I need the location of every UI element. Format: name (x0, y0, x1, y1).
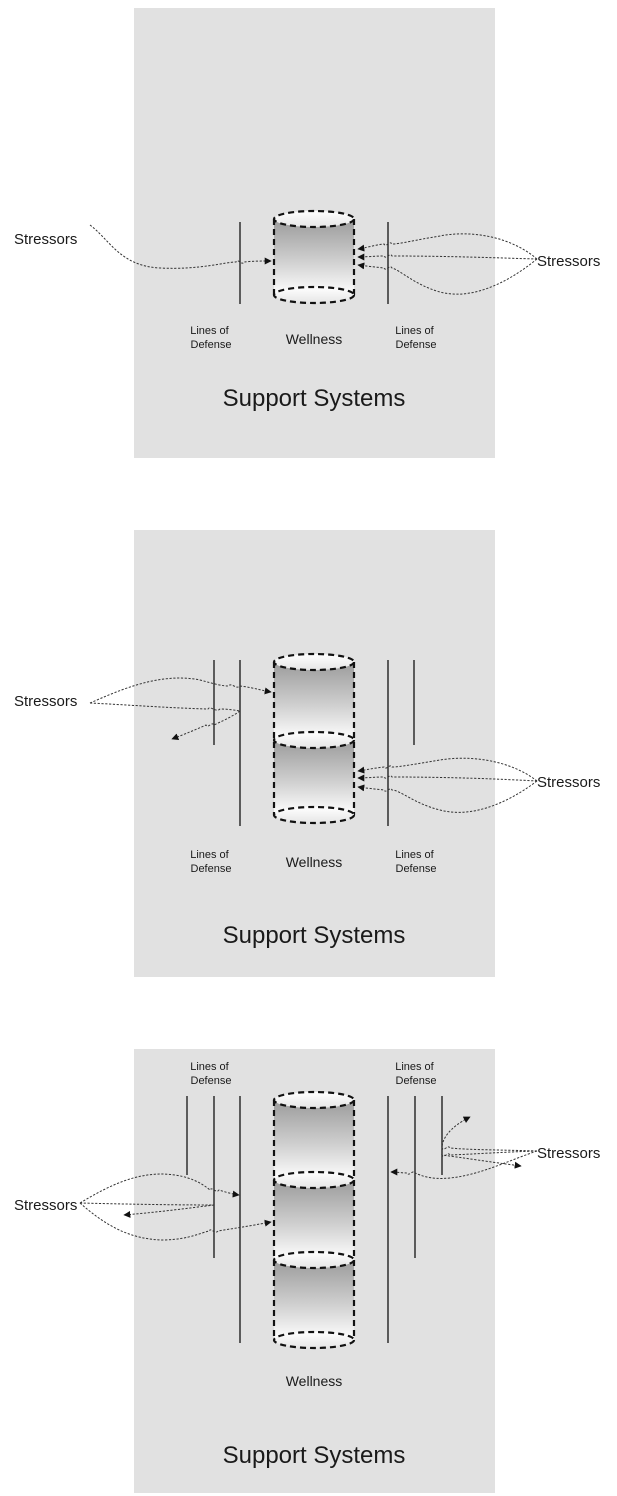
stressor-path (357, 757, 538, 782)
stressor-path (441, 1116, 538, 1152)
stressor-path (357, 774, 538, 782)
panel-1: Stressors Stressors Lines of Defense Wel… (14, 8, 600, 458)
lines-of-defense-left-label: Lines of Defense (190, 325, 232, 351)
wellness-cylinder (272, 1090, 356, 1350)
lines-of-defense-right-label: Lines of Defense (395, 1061, 437, 1087)
lines-of-defense-left-label: Lines of Defense (190, 1061, 232, 1087)
panel-2: Stressors Stressors Lines of Defense Wel… (14, 530, 600, 977)
lines-of-defense-right-label: Lines of Defense (395, 325, 437, 351)
stressor-path (123, 1204, 215, 1218)
stressor-path (357, 233, 538, 260)
stressor-path (390, 1150, 538, 1179)
stressor-path (79, 1202, 215, 1206)
stressor-path (89, 224, 272, 269)
stressor-path (79, 1202, 272, 1241)
wellness-cylinder (272, 652, 356, 825)
stressors-right-label: Stressors (537, 253, 600, 270)
stressor-path (89, 702, 241, 712)
support-systems-label: Support Systems (223, 385, 406, 412)
stressor-path (79, 1173, 240, 1204)
stressors-left-label: Stressors (14, 231, 77, 248)
wellness-label: Wellness (286, 854, 343, 870)
stressor-path (171, 710, 241, 741)
wellness-label: Wellness (286, 331, 343, 347)
support-systems-label: Support Systems (223, 1442, 406, 1469)
stressors-right-label: Stressors (537, 1145, 600, 1162)
lines-of-defense-right-label: Lines of Defense (395, 849, 437, 875)
stressor-path (441, 1150, 538, 1169)
stressor-path (89, 677, 272, 704)
wellness-label: Wellness (286, 1373, 343, 1389)
stressors-right-label: Stressors (537, 774, 600, 791)
support-systems-label: Support Systems (223, 922, 406, 949)
stressor-path (357, 258, 538, 295)
stressors-left-label: Stressors (14, 1197, 77, 1214)
stressors-left-label: Stressors (14, 693, 77, 710)
stressor-path (357, 780, 538, 813)
panel-3: Lines of Defense Lines of Defense Stress… (14, 1049, 600, 1493)
stressor-path (357, 253, 538, 261)
wellness-cylinder (272, 209, 356, 305)
lines-of-defense-left-label: Lines of Defense (190, 849, 232, 875)
